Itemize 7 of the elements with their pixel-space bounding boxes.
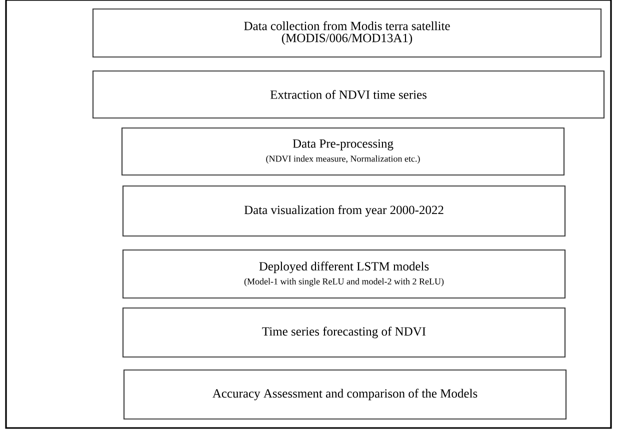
process-box: Data collection from Modis terra satellite (MODIS/006/MOD13A1) (92, 8, 602, 58)
process-box: Data Pre-processing (NDVI index measure, Normalization etc.) (121, 127, 565, 176)
process-box: Extraction of NDVI time series (92, 70, 605, 119)
process-box: Time series forecasting of NDVI (122, 307, 566, 358)
process-box: Deployed different LSTM models (Model-1 with single ReLU and model-2 with 2 ReLU) (122, 249, 566, 299)
process-box: Accuracy Assessment and comparison of the Models (123, 369, 567, 420)
process-box: Data visualization from year 2000-2022 (122, 185, 566, 237)
